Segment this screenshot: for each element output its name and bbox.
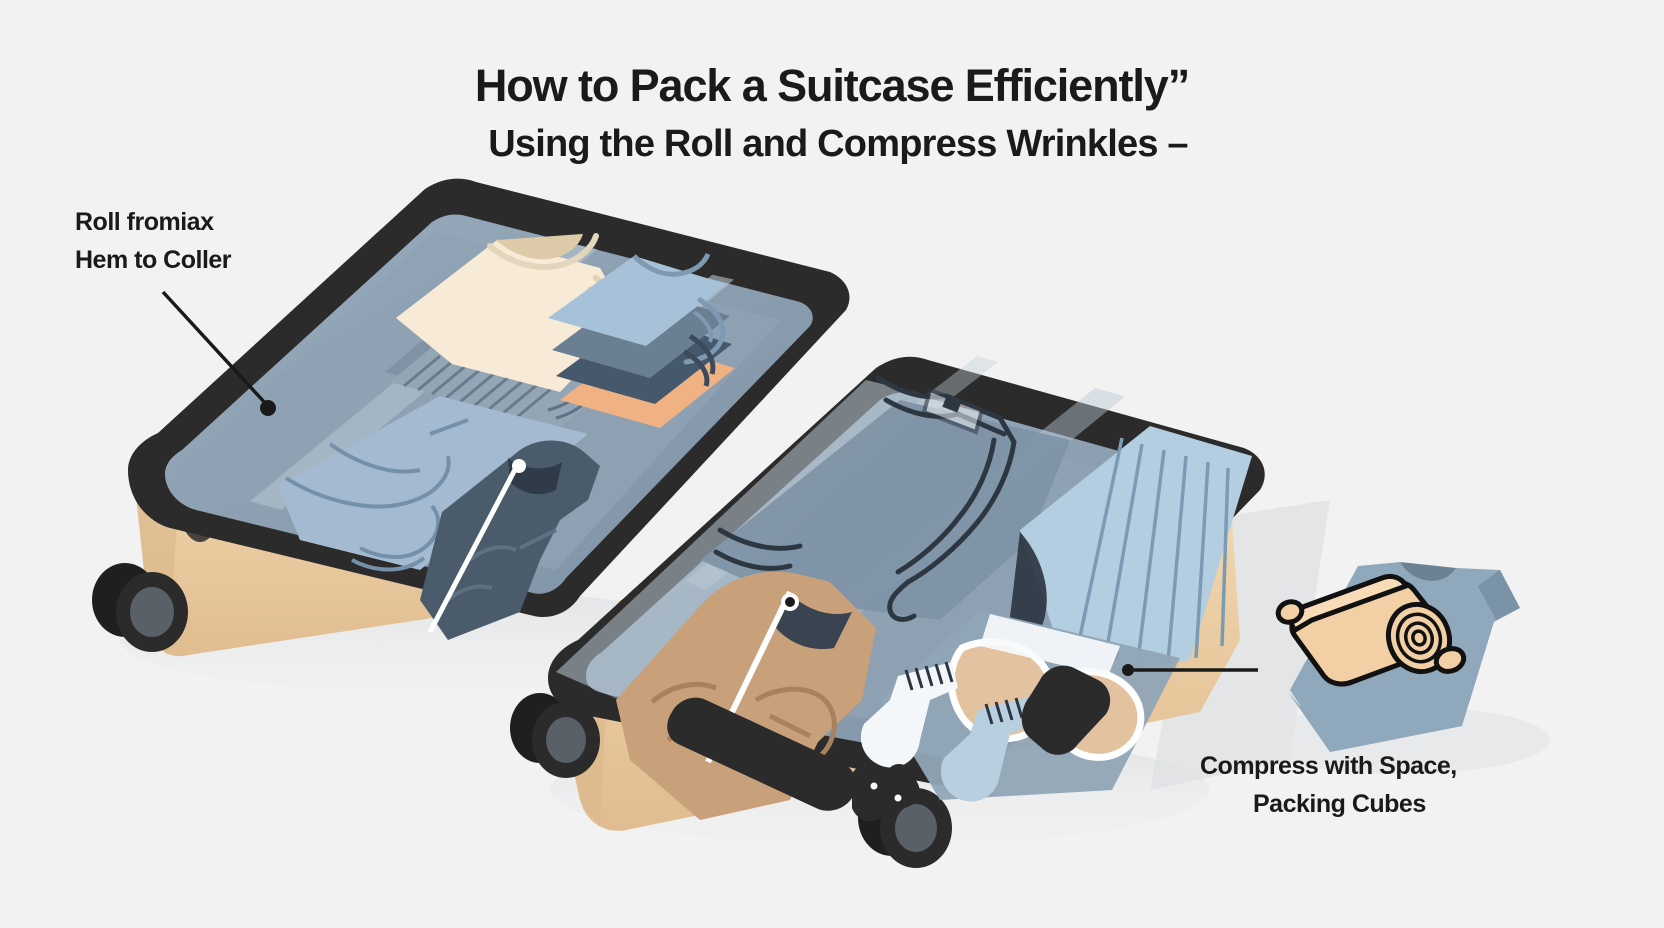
- folded-jeans: [278, 396, 588, 572]
- rolled-garment: [1275, 573, 1467, 687]
- leader-dot-roll: [260, 400, 276, 416]
- jeans-body: [278, 396, 588, 570]
- sock-blue: [940, 696, 1038, 802]
- jeans-with-belt: [700, 375, 1070, 622]
- suitcase-right-half: [510, 330, 1265, 868]
- side-handle: [1021, 665, 1111, 755]
- tan-jacket: [616, 571, 876, 820]
- bottom-handle: [667, 697, 857, 811]
- navy-jacket: [420, 440, 600, 640]
- skirt-body: [1020, 426, 1252, 680]
- leader-dot-cube: [1122, 664, 1134, 676]
- suitcase-hardware: [667, 665, 1111, 822]
- suitcase-left-half: [92, 178, 850, 657]
- leader-line-roll: [161, 290, 268, 406]
- tshirt-hem: [1288, 692, 1462, 752]
- tsa-lock: [852, 764, 920, 822]
- jacket-zipper: [427, 458, 523, 634]
- blue-folded-tee: [548, 256, 726, 346]
- rolled-garment-demo: [1275, 562, 1520, 752]
- sock-white: [860, 662, 958, 768]
- folded-shirt-stack: [548, 252, 735, 428]
- annotation-leaders: [161, 290, 1258, 676]
